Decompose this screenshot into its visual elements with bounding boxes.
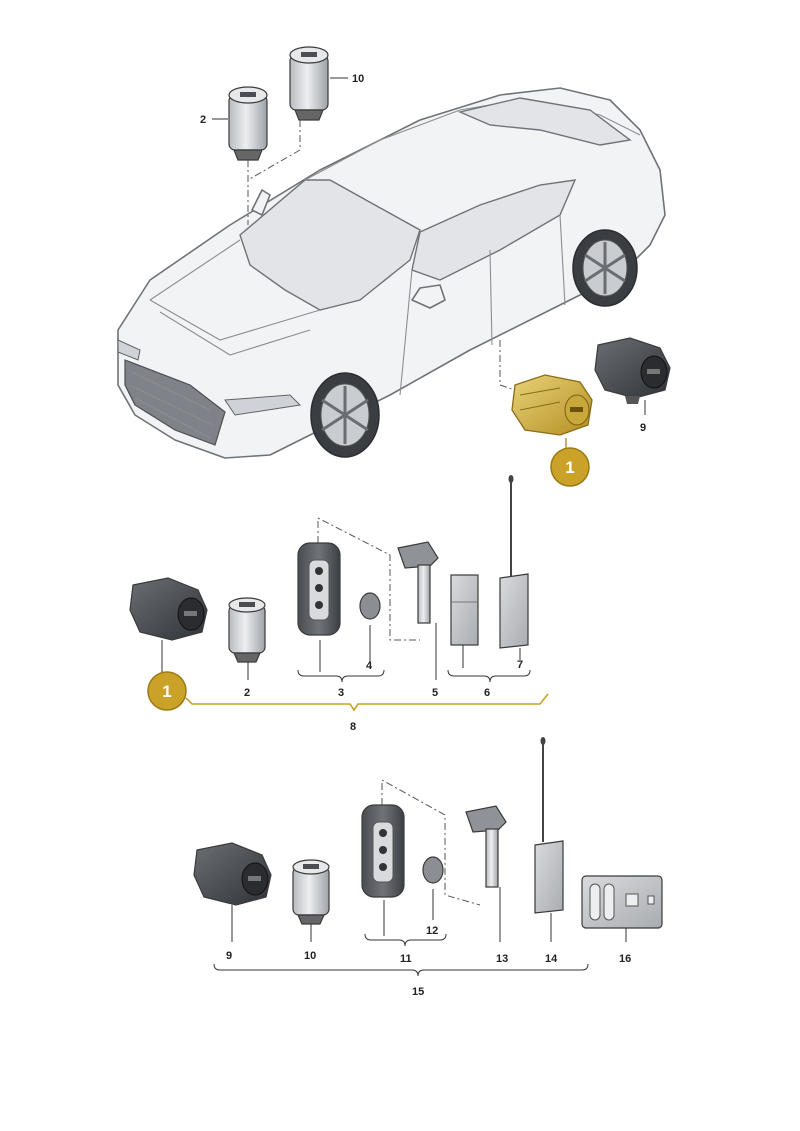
label-g1-4: 4	[366, 660, 373, 672]
leader-fob-to-key	[317, 517, 420, 641]
label-g1-8: 8	[350, 721, 356, 733]
lock-cylinder-2-top	[228, 86, 268, 161]
leader-fob2-to-key	[381, 779, 481, 906]
part-9-car	[594, 337, 671, 404]
part-2-cylinder	[228, 597, 266, 663]
label-car-2: 2	[200, 114, 206, 126]
leader-top-cylinders	[247, 120, 301, 225]
label-g2-12: 12	[426, 925, 438, 937]
ignition-lock-highlighted	[511, 374, 593, 436]
bracket-15	[213, 963, 589, 977]
bracket-8	[185, 693, 549, 712]
callout-1-car[interactable]: 1	[550, 447, 590, 487]
part-14-transmitter	[534, 737, 564, 914]
label-g2-9: 9	[226, 950, 232, 962]
label-g1-5: 5	[432, 687, 438, 699]
label-g2-10: 10	[304, 950, 316, 962]
label-g1-6: 6	[484, 687, 490, 699]
label-g2-11: 11	[400, 953, 412, 965]
label-g1-3: 3	[338, 687, 344, 699]
svg-text:1: 1	[162, 682, 171, 701]
part-13-emergency-key	[465, 805, 507, 888]
part-5-emergency-key	[397, 541, 439, 624]
label-car-10: 10	[352, 73, 364, 85]
label-g2-13: 13	[496, 953, 508, 965]
part-11-key-fob	[361, 804, 405, 898]
car-illustration	[117, 87, 666, 459]
label-g2-16: 16	[619, 953, 631, 965]
lock-cylinder-10-top	[289, 46, 329, 121]
part-10-cylinder	[292, 859, 330, 925]
part-3-key-fob	[297, 542, 341, 636]
label-g1-2: 2	[244, 687, 250, 699]
leader-ignition	[499, 340, 516, 391]
callout-1-set[interactable]: 1	[147, 671, 187, 711]
label-g2-15: 15	[412, 986, 424, 998]
part-1-set	[129, 577, 208, 641]
label-g2-14: 14	[545, 953, 558, 965]
svg-text:1: 1	[565, 458, 574, 477]
part-6-card	[450, 574, 479, 646]
part-7-transmitter	[499, 475, 529, 649]
label-g1-7: 7	[517, 659, 523, 671]
part-4-battery	[359, 592, 381, 620]
label-car-9: 9	[640, 422, 646, 434]
part-12-battery	[422, 856, 444, 884]
part-16-card	[581, 875, 663, 929]
part-9-set	[193, 842, 272, 906]
